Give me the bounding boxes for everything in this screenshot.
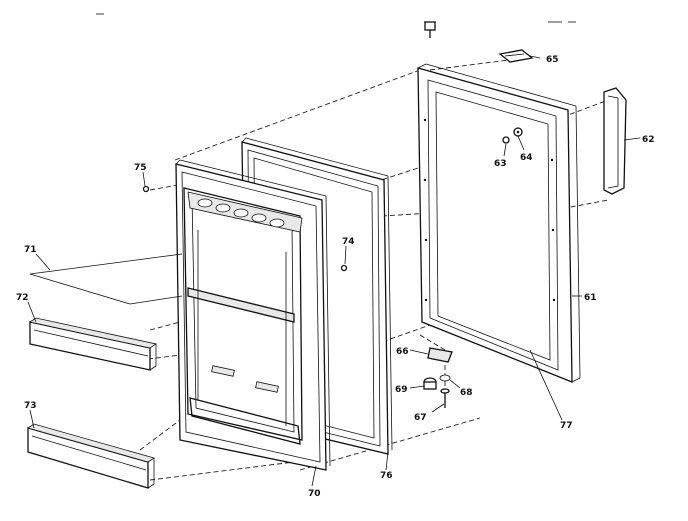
label-76: 76 bbox=[380, 471, 393, 481]
screws bbox=[142, 185, 348, 272]
inner-door-liner bbox=[175, 159, 331, 471]
top-hinge bbox=[498, 49, 534, 63]
label-61: 61 bbox=[584, 293, 597, 303]
label-66: 66 bbox=[396, 347, 409, 357]
door-shelf-bar-lower bbox=[27, 423, 155, 489]
door-stop-parts bbox=[502, 127, 523, 144]
door-shelf-bar-upper bbox=[28, 317, 158, 371]
label-68: 68 bbox=[460, 388, 473, 398]
label-70: 70 bbox=[308, 489, 321, 499]
bottom-hinge-parts bbox=[423, 347, 453, 408]
top-screw bbox=[424, 21, 436, 38]
label-71: 71 bbox=[24, 245, 37, 255]
label-67: 67 bbox=[414, 413, 427, 423]
leader-lines bbox=[27, 55, 641, 487]
door-panel bbox=[417, 63, 581, 383]
label-77: 77 bbox=[560, 421, 573, 431]
label-73: 73 bbox=[24, 401, 37, 411]
label-72: 72 bbox=[16, 293, 29, 303]
part-labels: 61 62 63 64 65 66 67 68 69 70 71 72 73 7… bbox=[16, 55, 655, 499]
label-75: 75 bbox=[134, 163, 147, 173]
label-62: 62 bbox=[642, 135, 655, 145]
label-69: 69 bbox=[395, 385, 408, 395]
label-65: 65 bbox=[546, 55, 559, 65]
label-64: 64 bbox=[520, 153, 533, 163]
label-63: 63 bbox=[494, 159, 507, 169]
label-74: 74 bbox=[342, 237, 355, 247]
shelf-plate bbox=[29, 253, 183, 305]
door-handle bbox=[603, 87, 627, 195]
